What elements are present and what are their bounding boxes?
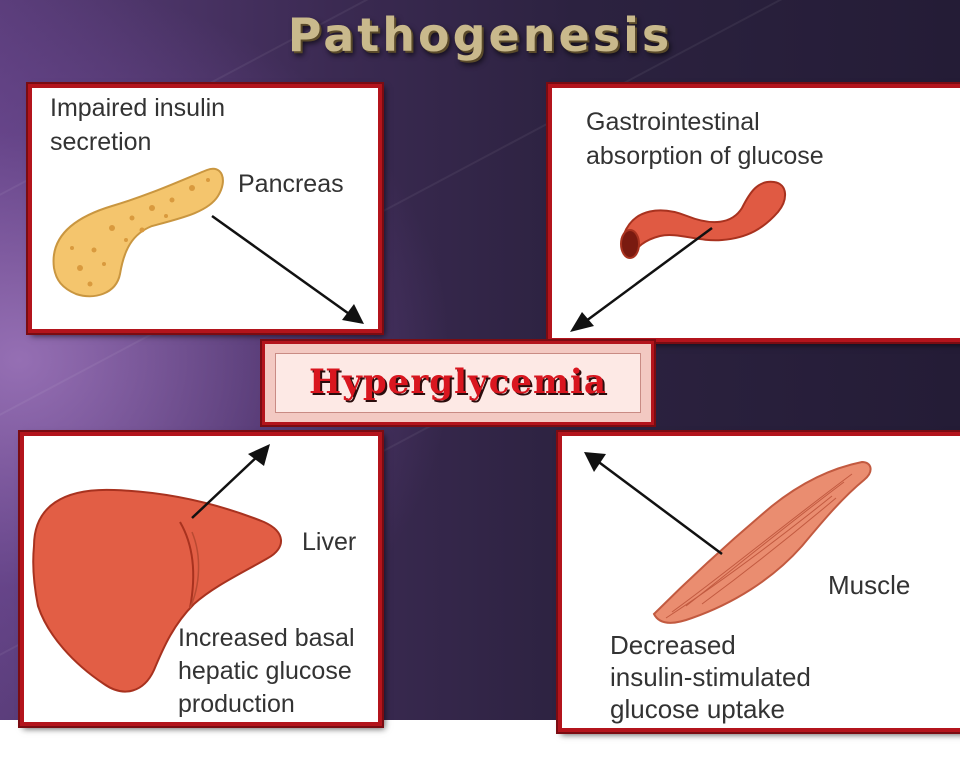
panel-muscle: Muscle Decreased insulin-stimulated gluc…	[558, 432, 960, 732]
panel-pancreas: Impaired insulin secretion Pancreas	[28, 84, 382, 333]
muscle-label: Muscle	[828, 570, 911, 600]
pancreas-caption-line2: secretion	[50, 128, 152, 156]
muscle-caption-line3: glucose uptake	[610, 694, 785, 724]
hyperglycemia-label: Hyperglycemia	[309, 362, 607, 402]
pancreas-illustration-icon	[52, 167, 364, 324]
liver-caption-line2: hepatic glucose	[178, 657, 352, 685]
muscle-illustration-icon	[584, 452, 872, 624]
slide-title: Pathogenesis	[287, 8, 673, 62]
hyperglycemia-box: Hyperglycemia	[262, 341, 654, 425]
liver-illustration-icon	[32, 444, 282, 693]
gi-caption-line1: Gastrointestinal	[586, 108, 760, 136]
pancreas-caption-line1: Impaired insulin	[50, 94, 226, 122]
liver-label: Liver	[302, 528, 357, 556]
panel-gastrointestinal: Gastrointestinal absorption of glucose	[548, 84, 960, 342]
panel-liver: Liver Increased basal hepatic glucose pr…	[20, 432, 382, 726]
muscle-caption-line2: insulin-stimulated	[610, 662, 811, 692]
intestine-illustration-icon	[570, 180, 786, 332]
hyperglycemia-inner: Hyperglycemia	[275, 353, 641, 413]
gi-caption-line2: absorption of glucose	[586, 142, 824, 170]
muscle-caption-line1: Decreased	[610, 630, 736, 660]
liver-caption-line1: Increased basal	[178, 624, 355, 652]
liver-caption-line3: production	[178, 690, 295, 718]
pancreas-label: Pancreas	[238, 170, 344, 198]
